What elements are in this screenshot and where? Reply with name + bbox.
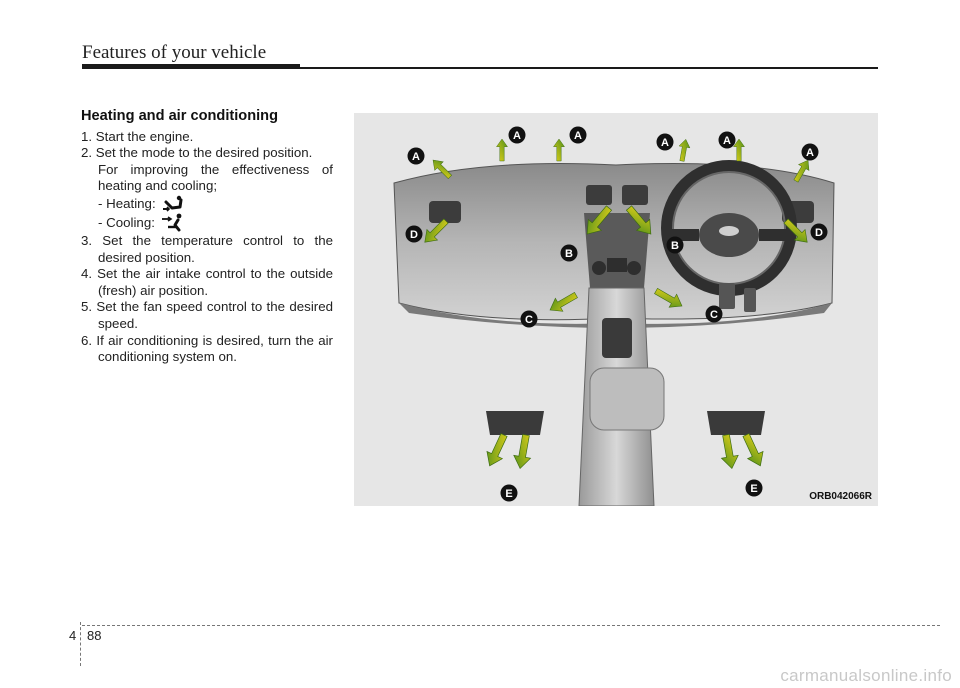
footer-divider xyxy=(80,622,81,666)
label-a-5: A xyxy=(723,135,731,147)
label-a-6: A xyxy=(806,147,814,159)
step-2: 2. Set the mode to the desired position. xyxy=(81,145,313,161)
cooling-mode-row: - Cooling: xyxy=(81,214,333,233)
label-b-2: B xyxy=(671,240,679,252)
label-e-1: E xyxy=(505,488,512,500)
step-1: 1. Start the engine. xyxy=(81,128,194,144)
label-a-3: A xyxy=(574,130,582,142)
step-2-note: For improving the effectiveness of heati… xyxy=(98,161,333,194)
label-b-1: B xyxy=(565,248,573,260)
step-6: 6. If air conditioning is desired, turn … xyxy=(81,332,333,365)
step-5: 5. Set the fan speed control to the desi… xyxy=(81,299,333,331)
cooling-label: - Cooling: xyxy=(98,215,155,231)
vent-diagram: A A A A A A B B C C D D E E ORB042066R xyxy=(354,113,878,506)
heating-mode-row: - Heating: xyxy=(81,195,333,214)
step-3: 3. Set the temperature control to the de… xyxy=(81,232,333,265)
floor-mode-icon xyxy=(162,196,183,213)
heating-label: - Heating: xyxy=(98,196,156,212)
face-mode-icon xyxy=(161,214,182,232)
label-d-1: D xyxy=(410,229,418,241)
section-title: Heating and air conditioning xyxy=(81,108,279,124)
label-c-2: C xyxy=(710,309,718,321)
instructions-column: Heating and air conditioning 1. Start th… xyxy=(81,108,333,366)
footer-rule xyxy=(82,625,940,626)
dashboard-illustration: A A A A A A B B C C D D E E xyxy=(354,113,878,506)
figure-code: ORB042066R xyxy=(809,491,872,502)
header-rule xyxy=(300,67,878,69)
label-a-2: A xyxy=(513,130,521,142)
label-a-1: A xyxy=(412,151,420,163)
page-number: 88 xyxy=(87,628,102,643)
label-a-4: A xyxy=(661,137,669,149)
step-4: 4. Set the air intake control to the out… xyxy=(81,266,333,298)
label-e-2: E xyxy=(750,483,757,495)
page-header-title: Features of your vehicle xyxy=(82,42,267,63)
label-c-1: C xyxy=(525,314,533,326)
header-bar xyxy=(82,64,300,69)
label-d-2: D xyxy=(815,227,823,239)
chapter-number: 4 xyxy=(69,628,77,643)
watermark: carmanualsonline.info xyxy=(780,666,952,685)
